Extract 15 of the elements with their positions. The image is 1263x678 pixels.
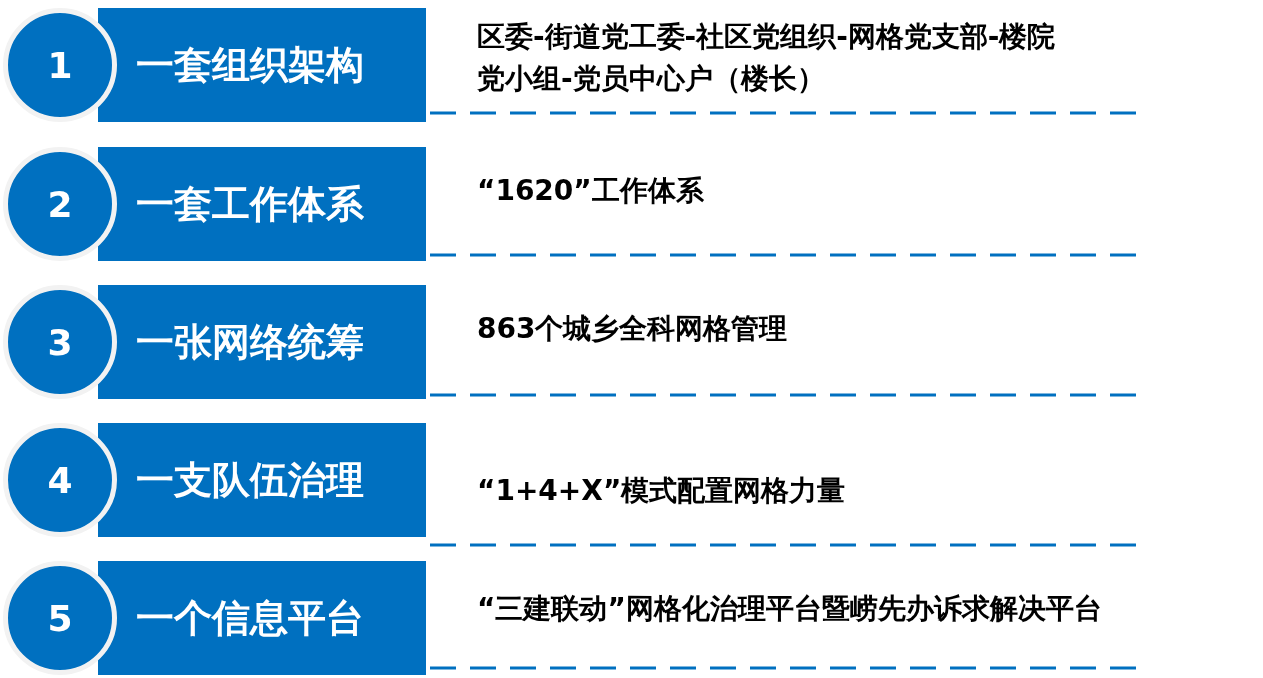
description-text: “1+4+X”模式配置网格力量	[477, 473, 847, 509]
title-band: 一个信息平台	[98, 561, 426, 675]
description-text: “三建联动”网格化治理平台暨崂先办诉求解决平台	[477, 591, 1103, 627]
number-circle: 3	[3, 285, 117, 399]
number-circle: 5	[3, 561, 117, 675]
description-text: “1620”工作体系	[477, 173, 705, 209]
title-band: 一套组织架构	[98, 8, 426, 122]
description-text: 863个城乡全科网格管理	[477, 311, 789, 347]
title-band: 一支队伍治理	[98, 423, 426, 537]
number-circle: 4	[3, 423, 117, 537]
description-text: 区委-街道党工委-社区党组织-网格党支部-楼院党小组-党员中心户（楼长）	[477, 19, 1057, 97]
title-band: 一套工作体系	[98, 147, 426, 261]
number-circle: 1	[3, 8, 117, 122]
title-band: 一张网络统筹	[98, 285, 426, 399]
number-circle: 2	[3, 147, 117, 261]
